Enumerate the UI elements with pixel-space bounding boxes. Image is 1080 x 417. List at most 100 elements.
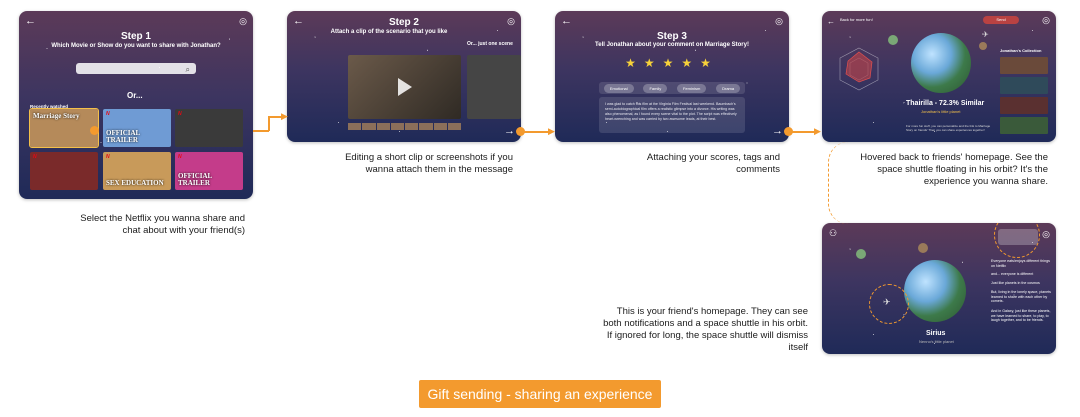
story-text: And in Galaxy, just like these planets, … (991, 309, 1051, 322)
next-arrow-icon[interactable]: → (772, 125, 783, 137)
back-arrow-icon[interactable]: ← (561, 15, 572, 27)
profile-icon[interactable]: ◎ (775, 16, 783, 26)
friend-planet[interactable] (904, 260, 966, 322)
next-clip-preview[interactable] (467, 55, 521, 119)
poster-sex-education[interactable]: N SEX EDUCATION (103, 152, 171, 190)
timeline-frame (362, 123, 376, 130)
comment-textarea[interactable]: I was glad to catch this film at the Vir… (599, 97, 745, 133)
tag-chip[interactable]: Family (643, 83, 668, 93)
profile-icon[interactable]: ◎ (239, 16, 247, 26)
collection-thumb[interactable] (1000, 97, 1048, 114)
step-title: Step 3 (656, 31, 687, 42)
planet-description: For more fun stuff, you can personalize … (906, 124, 991, 132)
collection-thumb[interactable] (1000, 57, 1048, 74)
video-clip-preview[interactable] (348, 55, 461, 119)
or-label: Or... (127, 91, 143, 100)
collection-thumb[interactable] (1000, 117, 1048, 134)
footer-title-badge: Gift sending - sharing an experience (419, 380, 661, 408)
screen-friend-notification: ⚇ ◎ ✈ Sirius Nenno's little planet Every… (822, 223, 1056, 354)
step-title: Step 2 (388, 17, 419, 28)
caption-step-4: Hovered back to friends' homepage. See t… (860, 152, 1048, 187)
starfield (555, 11, 789, 142)
connector-line (524, 131, 550, 133)
planet-similarity-title: Thairilla - 72.3% Similar (906, 100, 985, 107)
timeline-frame (419, 123, 433, 130)
profile-icon[interactable]: ◎ (1042, 229, 1050, 239)
timeline-frame (348, 123, 362, 130)
connector-line (268, 116, 270, 131)
search-input[interactable]: ⌕ (76, 63, 196, 74)
netflix-logo-icon: N (33, 154, 37, 160)
timeline-frame (376, 123, 390, 130)
connector-dot (516, 127, 525, 136)
poster-show-4[interactable]: N (30, 152, 98, 190)
back-arrow-icon[interactable]: ← (827, 17, 835, 26)
or-one-scene-label: Or... just one scene (467, 41, 513, 47)
collection-title: Jonathan's Collection (1000, 48, 1042, 53)
connector-dot (90, 126, 99, 135)
poster-trailer-1[interactable]: N OFFICIAL TRAILER (103, 109, 171, 147)
search-icon: ⌕ (185, 65, 190, 74)
story-text: But, living in the lonely space, planets… (991, 290, 1051, 303)
galaxy-icon[interactable]: ⚇ (829, 228, 838, 238)
space-shuttle-icon[interactable]: ✈ (883, 297, 891, 307)
poster-trailer-2[interactable]: N OFFICIAL TRAILER (175, 152, 243, 190)
next-arrow-icon[interactable]: → (504, 125, 515, 137)
connector-dot (784, 127, 793, 136)
back-for-more-label[interactable]: Back for more fun! (840, 17, 873, 22)
story-text: Just like planets in the cosmos (991, 281, 1040, 285)
step-title: Step 1 (120, 31, 151, 42)
profile-icon[interactable]: ◎ (507, 16, 515, 26)
poster-title: OFFICIAL TRAILER (178, 172, 212, 187)
clip-timeline[interactable] (348, 123, 461, 130)
screen-friend-homepage: ← Back for more fun! Send ◎ ✈ Thairilla … (822, 11, 1056, 142)
small-planet (979, 42, 987, 50)
connector-arrowhead-icon: ▶ (548, 126, 555, 136)
step-subtitle: Attach a clip of the scenario that you l… (330, 29, 448, 35)
tags-bar: Emotional Family Feminism Drama (599, 82, 745, 94)
screen-step-3: ← ◎ Step 3 Tell Jonathan about your comm… (555, 11, 789, 142)
send-pill[interactable]: Send (983, 16, 1019, 24)
story-text: Everyone eats/enjoys different things on… (991, 259, 1050, 268)
poster-title: OFFICIAL TRAILER (106, 129, 140, 144)
timeline-frame (390, 123, 404, 130)
space-shuttle-highlight-ring (869, 284, 909, 324)
screen-step-2: ← ◎ Step 2 Attach a clip of the scenario… (287, 11, 521, 142)
tag-chip[interactable]: Drama (716, 83, 741, 93)
tag-chip[interactable]: Emotional (603, 83, 634, 93)
connector-line (792, 131, 816, 133)
caption-step-5: This is your friend's homepage. They can… (603, 306, 808, 353)
collection-thumb[interactable] (1000, 77, 1048, 94)
back-arrow-icon[interactable]: ← (25, 15, 36, 27)
play-icon[interactable] (397, 78, 412, 96)
netflix-logo-icon: N (106, 154, 110, 160)
poster-title: Marriage Story (33, 112, 80, 120)
timeline-frame (405, 123, 419, 130)
poster-marriage-story[interactable]: Marriage Story (29, 108, 99, 148)
planet-subtitle: Nenno's little planet (919, 339, 954, 344)
connector-arrowhead-icon: ▶ (281, 111, 288, 121)
space-shuttle-icon[interactable]: ✈ (982, 30, 989, 39)
timeline-frame (433, 123, 447, 130)
profile-icon[interactable]: ◎ (1042, 15, 1050, 25)
step-subtitle: Which Movie or Show do you want to share… (51, 43, 221, 49)
screen-step-1: ← ◎ Step 1 Which Movie or Show do you wa… (19, 11, 253, 199)
friend-planet[interactable] (911, 33, 971, 93)
poster-title: SEX EDUCATION (106, 179, 164, 187)
story-text: and... everyone is different (991, 272, 1034, 276)
dashed-connector (828, 142, 848, 224)
connector-arrowhead-icon: ▶ (814, 126, 821, 136)
connector-line (268, 116, 284, 118)
small-planet (856, 249, 866, 259)
planet-subtitle: Jonathan's little planet (921, 109, 961, 114)
poster-show-3[interactable]: N (175, 109, 243, 147)
netflix-logo-icon: N (178, 111, 182, 117)
small-planet (918, 243, 928, 253)
step-subtitle: Tell Jonathan about your comment on Marr… (595, 42, 749, 48)
rating-stars[interactable]: ★★★★★ (625, 56, 719, 70)
section-label-recently-watched: Recently watched (30, 104, 69, 109)
timeline-frame (447, 123, 461, 130)
back-arrow-icon[interactable]: ← (293, 15, 304, 27)
radar-chart (839, 47, 879, 91)
tag-chip[interactable]: Feminism (676, 83, 707, 93)
